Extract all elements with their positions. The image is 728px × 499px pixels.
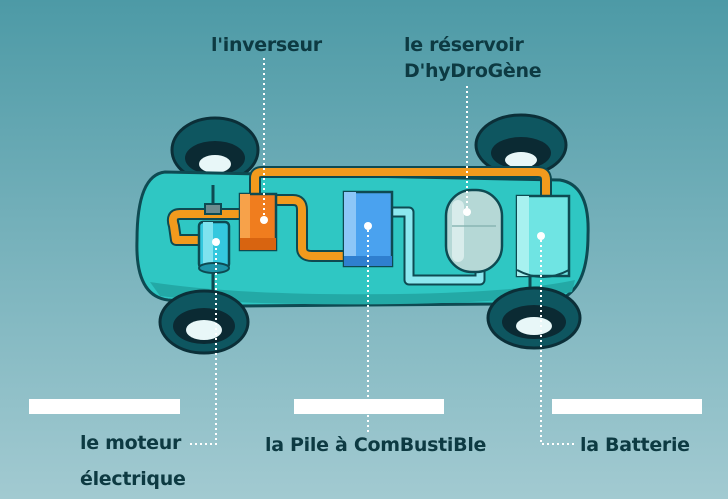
inverter-box [238, 192, 278, 252]
leader-motor [190, 242, 217, 445]
car-body-shadow [150, 280, 575, 305]
label-battery: la Batterie [580, 434, 690, 456]
label-motor-line1: le moteur [80, 432, 182, 454]
dot-fuel-cell [364, 222, 372, 230]
answer-bar-center[interactable] [294, 399, 444, 414]
answer-bar-left[interactable] [29, 399, 180, 414]
battery-box [515, 194, 571, 290]
wheel-rear-left [158, 289, 250, 355]
wheel-rear-right [486, 286, 582, 350]
dot-motor [212, 238, 220, 246]
dot-battery [537, 232, 545, 240]
label-motor-line2: électrique [80, 468, 186, 490]
label-inverter: l'inverseur [211, 34, 322, 56]
dot-inverter [260, 216, 268, 224]
label-tank-line2: D'hyDroGène [404, 60, 542, 82]
wheel-front-left [170, 116, 260, 184]
label-tank-line1: le réservoir [404, 34, 524, 56]
wheel-front-right [474, 113, 568, 177]
hydrogen-tank [444, 188, 504, 274]
label-fuel-cell: la Pile à ComBustiBle [265, 434, 487, 456]
dot-tank [463, 208, 471, 216]
leader-battery [540, 236, 574, 445]
answer-bar-right[interactable] [552, 399, 702, 414]
